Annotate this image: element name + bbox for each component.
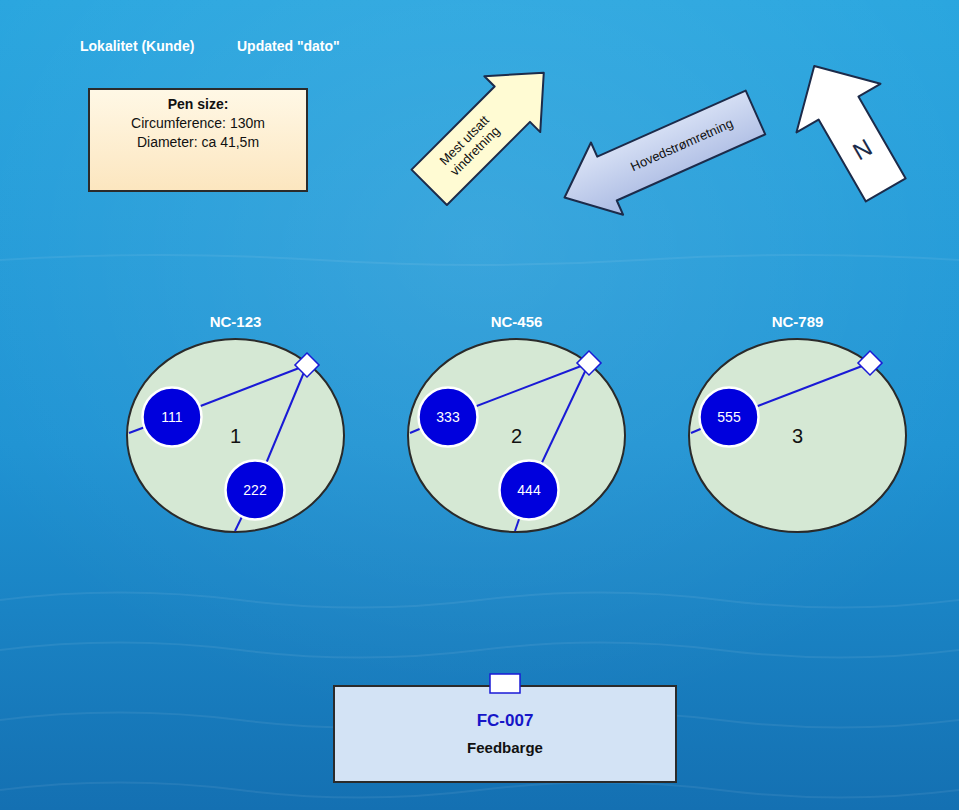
- sensor-circle: 111: [141, 386, 203, 448]
- arrow-body: Mest utsatt vindretning: [410, 87, 530, 207]
- block-arrow: [548, 76, 771, 233]
- text-stack: FC-007Feedbarge: [333, 685, 677, 783]
- hub-diamond: [858, 351, 882, 375]
- pen-name: NC-456: [491, 312, 543, 332]
- sensor-dot: [500, 461, 559, 520]
- arrow-label: Hovedstrømretning: [628, 116, 735, 175]
- arrow-body: N: [819, 97, 907, 203]
- callout-number: 333: [436, 409, 459, 425]
- site-title: Lokalitet (Kunde): [80, 38, 194, 54]
- box-text: Diameter: ca 41,5m: [137, 133, 259, 152]
- callout-number: 444: [517, 482, 540, 498]
- arrow-label: Mest utsatt vindretning: [427, 104, 512, 189]
- sensor-dot: [700, 388, 759, 447]
- arrow-label: N: [848, 133, 877, 166]
- pen-number: 3: [792, 424, 803, 448]
- feedbarge-box: FC-007Feedbarge: [333, 685, 677, 783]
- callout-number: 222: [243, 482, 266, 498]
- hub-diamond: [295, 353, 319, 377]
- pen-lines: [129, 353, 319, 531]
- pen-name: NC-789: [772, 312, 824, 332]
- pen-number: 2: [511, 424, 522, 448]
- callout-number: 111: [161, 409, 182, 425]
- box-outline: [334, 686, 676, 782]
- wind-arrow: Mest utsatt vindretning: [399, 43, 574, 218]
- box-heading: FC-007: [477, 711, 534, 730]
- block-arrow: [401, 45, 571, 215]
- sensor-circle: 555: [698, 386, 760, 448]
- node-outline: [333, 685, 677, 783]
- pen-ring: [689, 339, 906, 532]
- pen-number: 1: [230, 424, 241, 448]
- pen-ring: [127, 339, 344, 532]
- sensor-dot: [226, 461, 285, 520]
- sensor-circle: 444: [498, 459, 560, 521]
- sensor-circle: 333: [417, 386, 479, 448]
- text-stack: Pen size:Circumference: 130mDiameter: ca…: [88, 88, 308, 192]
- box-text: Circumference: 130m: [131, 114, 265, 133]
- feed-outlet: [490, 674, 520, 693]
- node-outline: [770, 40, 930, 216]
- box-text: Feedbarge: [467, 738, 543, 757]
- hub-diamond: [577, 351, 601, 375]
- update-date: Updated "dato": [237, 38, 340, 54]
- box-outline: [89, 89, 307, 191]
- callout-number: 555: [717, 409, 740, 425]
- fish-pen: NC-4562333444: [407, 338, 626, 533]
- ripples: [0, 255, 959, 798]
- label-holder: Updated "dato": [237, 38, 340, 54]
- current-arrow: Hovedstrømretning: [546, 74, 773, 235]
- sensor-dot: [419, 388, 478, 447]
- sensor-circle: 222: [224, 459, 286, 521]
- block-arrow: [772, 42, 928, 214]
- label-holder: Lokalitet (Kunde): [80, 38, 194, 54]
- fish-pen: NC-7893555: [688, 338, 907, 533]
- fish-pen: NC-1231111222: [126, 338, 345, 533]
- north-arrow: N: [770, 40, 930, 216]
- pen-ring: [408, 339, 625, 532]
- pen-name: NC-123: [210, 312, 262, 332]
- sensor-dot: [143, 388, 202, 447]
- box-heading: Pen size:: [168, 95, 229, 114]
- info-box: Pen size:Circumference: 130mDiameter: ca…: [88, 88, 308, 192]
- pen-lines: [410, 351, 601, 531]
